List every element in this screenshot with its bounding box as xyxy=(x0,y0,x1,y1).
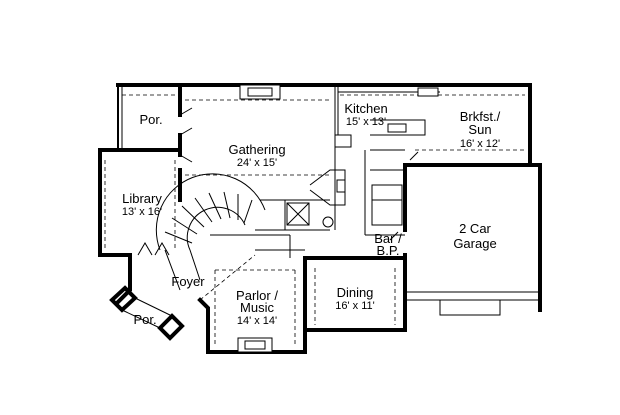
kitchen-label: Kitchen xyxy=(344,101,387,116)
kitchen-size: 15' x 13' xyxy=(346,116,386,128)
gathering-label: Gathering xyxy=(228,142,285,157)
breakfast-size: 16' x 12' xyxy=(460,138,500,150)
bar-label-2: B.P. xyxy=(377,243,400,258)
parlor-label-2: Music xyxy=(240,300,274,315)
porch-bottom xyxy=(109,285,185,341)
dashed-lines xyxy=(104,94,525,345)
room-labels: Por. Gathering 24' x 15' Kitchen 15' x 1… xyxy=(122,101,501,327)
parlor-size: 14' x 14' xyxy=(237,315,277,327)
kitchen-counters xyxy=(334,87,440,148)
parlor-label: Parlor / xyxy=(236,288,278,303)
porch-top-label: Por. xyxy=(139,112,162,127)
bar-area xyxy=(371,184,403,226)
spiral-staircase xyxy=(155,173,266,291)
garage-label: 2 Car xyxy=(459,221,491,236)
dining-size: 16' x 11' xyxy=(335,300,374,312)
fireplace-bottom xyxy=(237,337,273,353)
interior-walls xyxy=(210,85,405,258)
library-size: 13' x 16' xyxy=(122,206,162,218)
bar-label: Bar / xyxy=(374,231,402,246)
powder-room xyxy=(309,169,346,228)
closet xyxy=(286,202,310,226)
gathering-size: 24' x 15' xyxy=(237,157,277,169)
porch-bottom-label: Por. xyxy=(133,312,156,327)
dining-label: Dining xyxy=(337,285,374,300)
foyer-label: Foyer xyxy=(171,274,205,289)
garage-label-2: Garage xyxy=(453,236,496,251)
breakfast-label: Brkfst./ xyxy=(460,109,501,124)
doors xyxy=(137,107,419,256)
breakfast-label-2: Sun xyxy=(468,122,491,137)
fireplace-top xyxy=(239,84,281,100)
library-label: Library xyxy=(122,191,162,206)
exterior-walls xyxy=(98,83,542,354)
